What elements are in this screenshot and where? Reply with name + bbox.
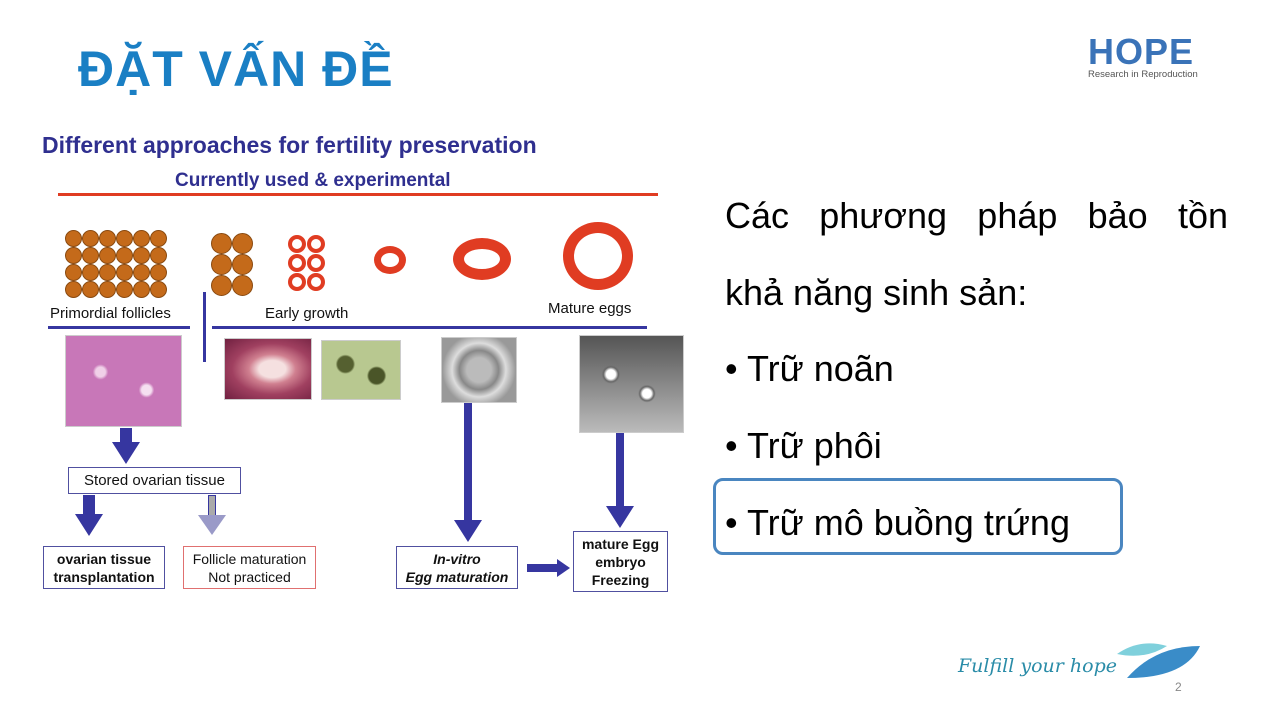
follicle-dot [116, 230, 133, 247]
mature-eggs-image [579, 335, 684, 433]
box-label: Not practiced [208, 568, 291, 585]
egg-illustration [374, 246, 406, 274]
follicle-ring [288, 235, 306, 253]
follicle-dot [133, 281, 150, 298]
follicle-dot [65, 281, 82, 298]
arrow-icon [112, 442, 140, 464]
box-label: In-vitro [433, 550, 481, 567]
box-label: ovarian tissue [56, 550, 152, 567]
follicle-dot [82, 281, 99, 298]
follicle-dot [82, 264, 99, 281]
box-label: mature Egg [581, 535, 659, 552]
follicle-ring [307, 273, 325, 291]
follicle-dot [116, 281, 133, 298]
oocyte-image [441, 337, 517, 403]
bullet-item: • Trữ noãn [725, 348, 894, 389]
follicle-dot [150, 264, 167, 281]
arrow-icon [616, 433, 624, 508]
slide-title: ĐẶT VẤN ĐỀ [78, 41, 394, 97]
arrow-icon [454, 520, 482, 542]
stage-label: Mature eggs [548, 300, 632, 317]
stored-ovarian-tissue-box: Stored ovarian tissue [68, 467, 241, 494]
arrow-icon [606, 506, 634, 528]
bullet-text: Trữ mô buồng trứng [746, 502, 1070, 543]
bullet-item: • Trữ mô buồng trứng [725, 502, 1070, 543]
arrow-icon [557, 559, 570, 577]
egg-illustration [453, 238, 511, 280]
leaf-logo-icon [1117, 643, 1200, 678]
box-label: Freezing [591, 571, 650, 588]
follicle-dot [99, 230, 116, 247]
follicle-dot [99, 281, 116, 298]
bullet-text: Trữ phôi [746, 425, 882, 466]
follicle-ring [307, 254, 325, 272]
arrow-icon [198, 515, 226, 535]
intro-text-line-2: khả năng sinh sản: [725, 272, 1028, 313]
follicle-dot [116, 247, 133, 264]
follicle-dot [133, 230, 150, 247]
hope-logo: HOPE Research in Reproduction [1088, 31, 1203, 81]
follicle-dot [99, 264, 116, 281]
follicle-dot [211, 254, 232, 275]
logo-name: HOPE [1088, 31, 1195, 72]
follicle-dot [133, 247, 150, 264]
divider [58, 193, 658, 196]
box-label: Egg maturation [405, 568, 509, 585]
arrow-icon [120, 428, 132, 444]
follicle-dot [232, 233, 253, 254]
bullet-item: • Trữ phôi [725, 425, 882, 466]
highlight-box [713, 478, 1123, 555]
follicle-ring [307, 235, 325, 253]
arrow-icon [208, 495, 216, 517]
divider [48, 326, 190, 329]
divider [203, 292, 206, 362]
ovarian-tissue-image [65, 335, 182, 427]
box-label: embryo [595, 553, 646, 570]
figure-subtitle: Currently used & experimental [175, 170, 451, 191]
follicle-dot [150, 247, 167, 264]
bullet-text: Trữ noãn [746, 348, 894, 389]
arrow-icon [75, 514, 103, 536]
follicle-dot [150, 230, 167, 247]
follicle-dot [150, 281, 167, 298]
intro-text-line-1: Các phương pháp bảo tồn [725, 195, 1228, 236]
follicle-dot [116, 264, 133, 281]
follicle-dot [82, 247, 99, 264]
box-label: transplantation [53, 568, 155, 585]
page-number: 2 [1175, 680, 1182, 694]
follicle-dot [65, 264, 82, 281]
arrow-icon [527, 564, 559, 572]
stage-label: Primordial follicles [50, 305, 171, 322]
follicle-ring [288, 273, 306, 291]
box-label: Follicle maturation [192, 550, 307, 567]
footer-tagline: Fulfill your hope [958, 655, 1117, 677]
figure-title: Different approaches for fertility prese… [42, 132, 537, 158]
follicle-dot [133, 264, 150, 281]
mature-egg-illustration [563, 222, 633, 290]
follicle-dot [232, 254, 253, 275]
follicle-image [224, 338, 312, 400]
follicle-dot [232, 275, 253, 296]
follicle-dot [65, 247, 82, 264]
follicle-dot [211, 275, 232, 296]
logo-subtitle: Research in Reproduction [1088, 69, 1198, 80]
divider [212, 326, 647, 329]
follicle-dot [211, 233, 232, 254]
box-label: Stored ovarian tissue [84, 471, 225, 489]
follicles-image [321, 340, 401, 400]
follicle-dot [82, 230, 99, 247]
follicle-dot [99, 247, 116, 264]
follicle-dot [65, 230, 82, 247]
arrow-icon [464, 403, 472, 521]
arrow-icon [83, 495, 95, 515]
follicle-ring [288, 254, 306, 272]
stage-label: Early growth [265, 305, 349, 322]
